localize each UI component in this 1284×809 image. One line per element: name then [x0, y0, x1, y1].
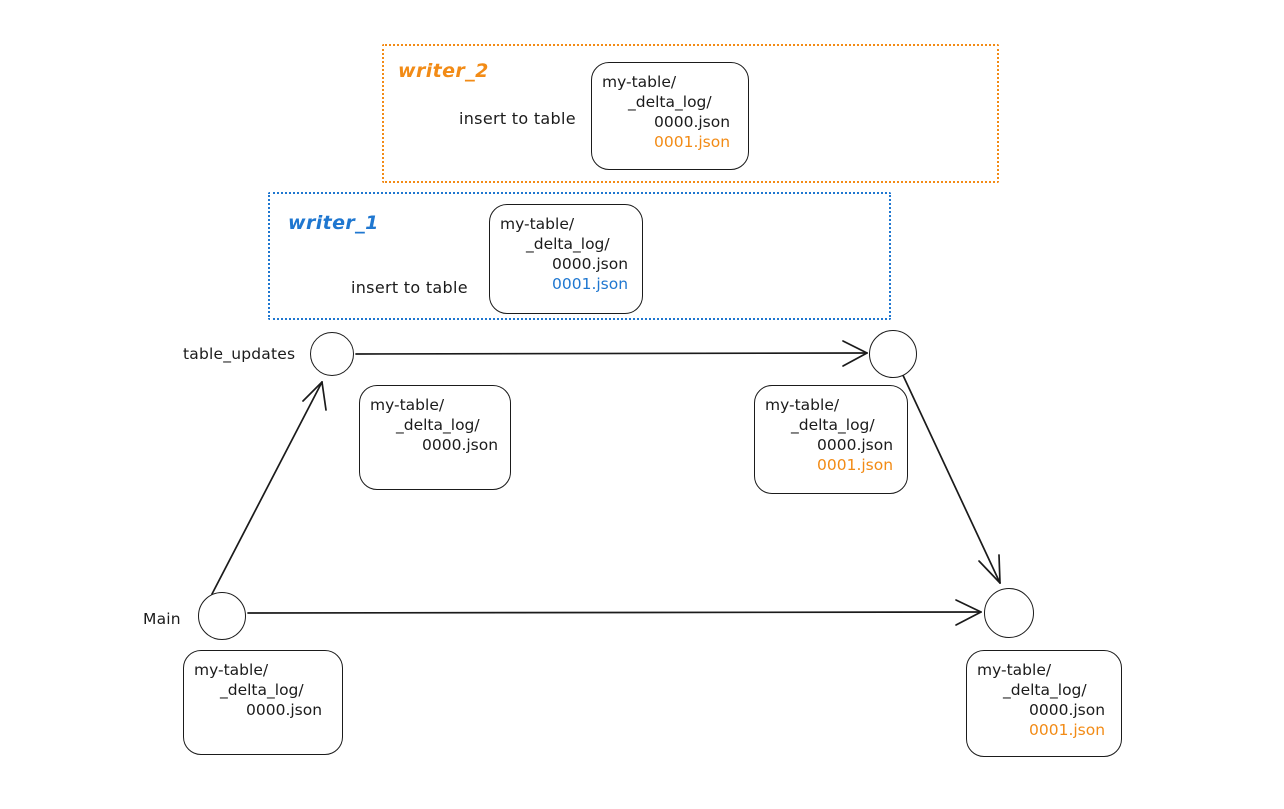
- file-tree-line: my-table/: [602, 73, 677, 91]
- file-tree-line: my-table/: [977, 661, 1052, 679]
- file-tree-line: 0001.json: [817, 456, 894, 475]
- file-tree-line: 0000.json: [654, 113, 731, 132]
- edge-main-to-table-updates: [211, 381, 327, 595]
- file-tree-line: 0000.json: [552, 255, 629, 274]
- commit-node-table-updates-head[interactable]: [310, 332, 354, 376]
- file-tree-card-main-base: my-table/ _delta_log/0000.json: [183, 650, 343, 755]
- file-tree-line: _delta_log/: [526, 235, 610, 254]
- action-label-writer-1: insert to table: [351, 278, 468, 297]
- action-label-writer-2: insert to table: [459, 109, 576, 128]
- commit-node-table-updates-merge[interactable]: [869, 330, 917, 378]
- file-tree-line: my-table/: [370, 396, 445, 414]
- commit-node-main-merge[interactable]: [984, 588, 1034, 638]
- file-tree-line: 0000.json: [817, 436, 894, 455]
- file-tree-line: _delta_log/: [1003, 681, 1087, 700]
- file-tree-line: 0001.json: [1029, 721, 1106, 740]
- branch-label-table-updates: table_updates: [183, 345, 296, 363]
- file-tree-line: my-table/: [500, 215, 575, 233]
- branch-label-main: Main: [143, 610, 181, 628]
- file-tree-line: _delta_log/: [791, 416, 875, 435]
- file-tree-line: my-table/: [765, 396, 840, 414]
- file-tree-card-table-updates-head: my-table/ _delta_log/0000.json: [359, 385, 511, 490]
- file-tree-line: my-table/: [194, 661, 269, 679]
- edge-table-updates-horizontal: [355, 340, 868, 367]
- edge-main-horizontal: [247, 599, 982, 626]
- lane-title-writer-1: writer_1: [288, 212, 379, 234]
- lane-writer-2: [382, 44, 999, 183]
- lane-title-writer-2: writer_2: [398, 60, 489, 82]
- commit-node-main-base[interactable]: [198, 592, 246, 640]
- edge-table-updates-to-main-merge: [900, 370, 1001, 584]
- file-tree-line: 0000.json: [246, 701, 323, 720]
- lane-writer-1: [268, 192, 891, 320]
- file-tree-line: 0000.json: [422, 436, 499, 455]
- file-tree-line: 0000.json: [1029, 701, 1106, 720]
- file-tree-line: _delta_log/: [220, 681, 304, 700]
- file-tree-line: _delta_log/: [396, 416, 480, 435]
- file-tree-line: 0001.json: [654, 133, 731, 152]
- file-tree-line: _delta_log/: [628, 93, 712, 112]
- file-tree-line: 0001.json: [552, 275, 629, 294]
